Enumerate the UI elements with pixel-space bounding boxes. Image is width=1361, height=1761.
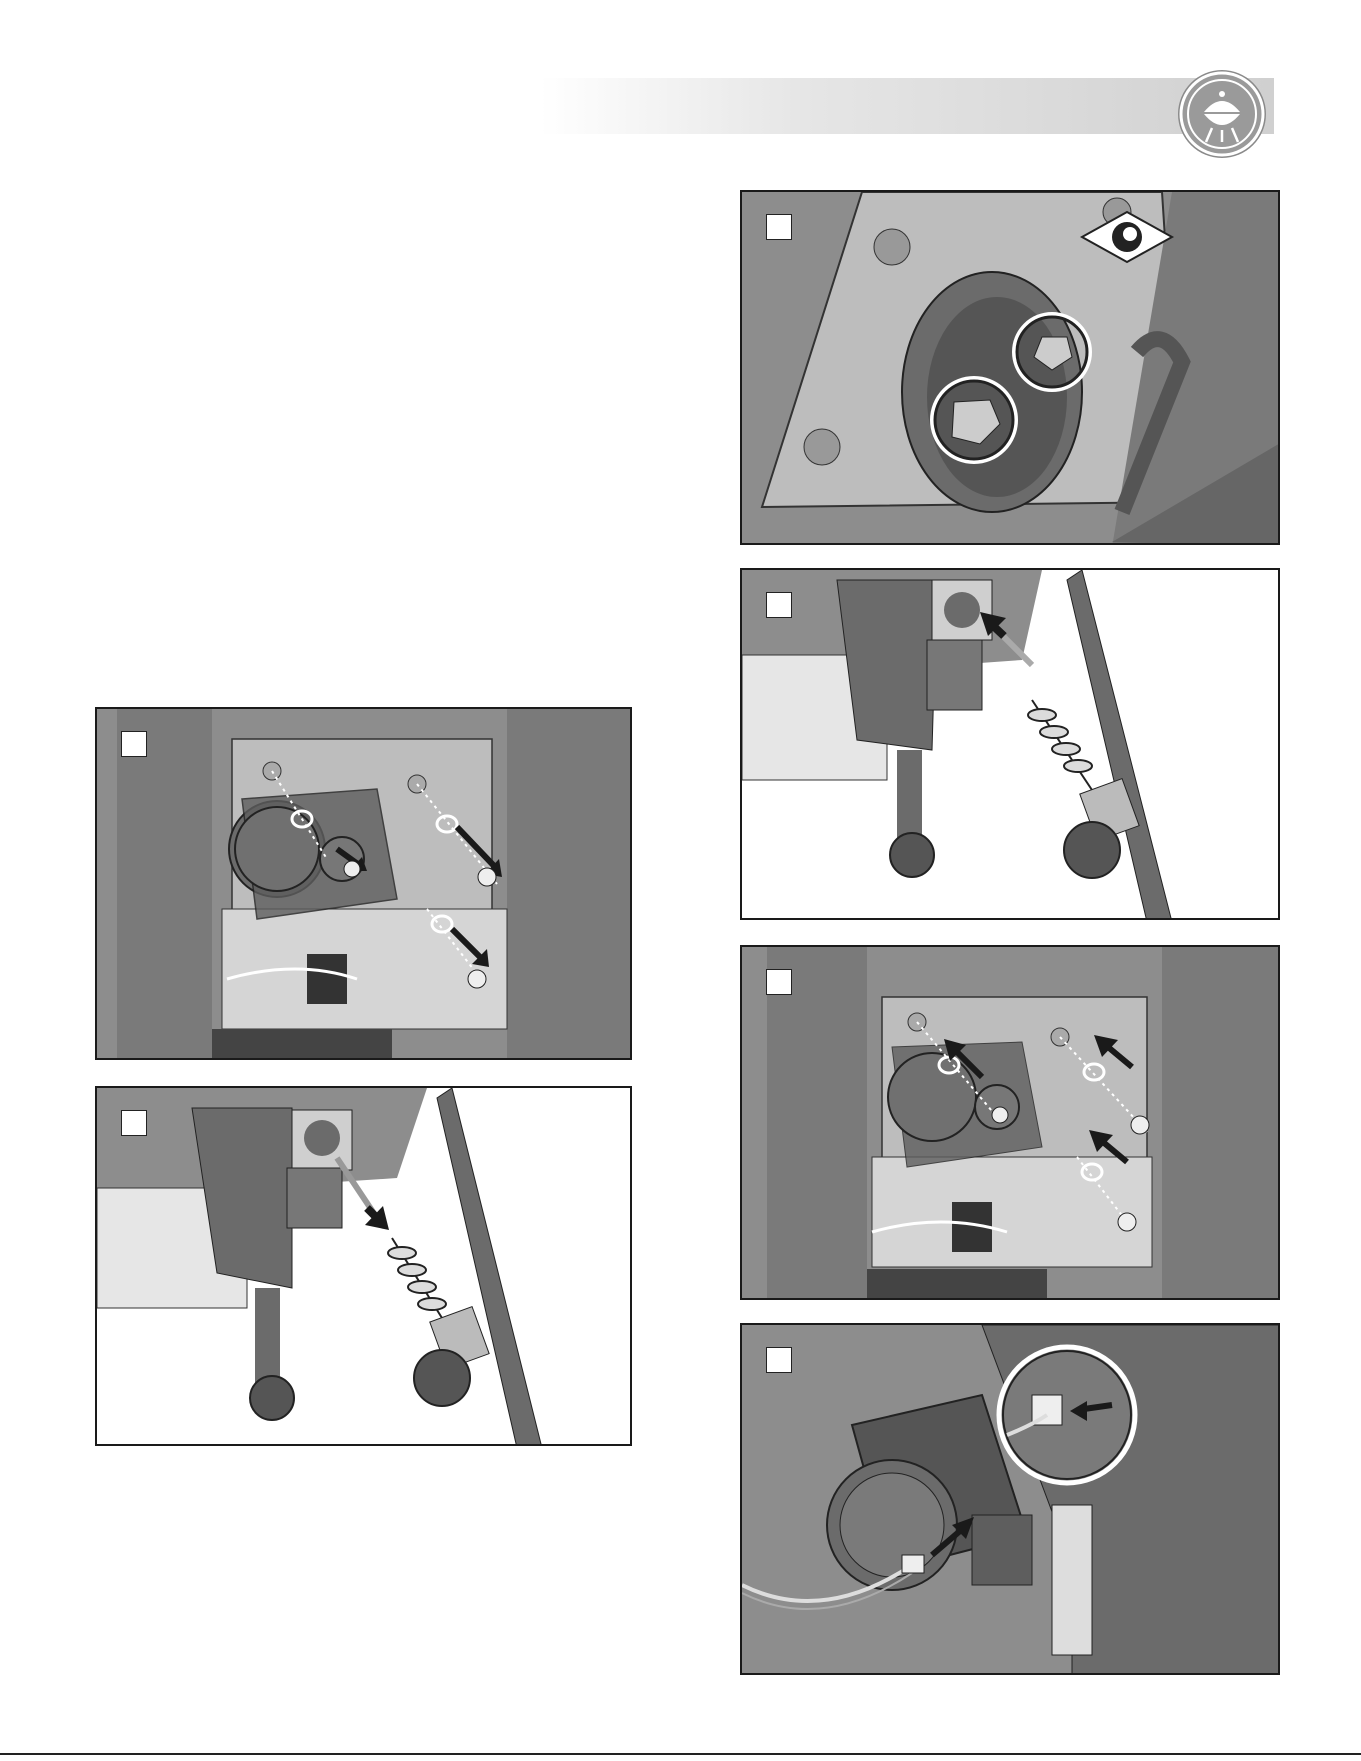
auger-insert-illustration (742, 570, 1280, 920)
step-number-box (766, 969, 792, 995)
panel-remove-auger (95, 1086, 632, 1446)
step-number-box (766, 1347, 792, 1373)
footer-rule (0, 1753, 1361, 1755)
panel-inspect-bearing-nuts (740, 190, 1280, 545)
kettle-grill-logo-icon (1178, 70, 1266, 158)
panel-connect-wiring (740, 1323, 1280, 1675)
panel-remove-motor-screws (95, 707, 632, 1060)
step-number-box (766, 592, 792, 618)
step-number-box (766, 214, 792, 240)
step-number-box (121, 1110, 147, 1136)
panel-attach-motor-screws (740, 945, 1280, 1300)
step-number-box (121, 731, 147, 757)
panel-insert-auger (740, 568, 1280, 920)
wire-harness-connection-illustration (742, 1325, 1280, 1675)
header-gradient-bar (540, 78, 1274, 134)
auger-removal-illustration (97, 1088, 632, 1446)
motor-screw-removal-illustration (97, 709, 632, 1060)
bearing-plate-closeup-illustration (742, 192, 1280, 545)
motor-screw-install-illustration (742, 947, 1280, 1300)
